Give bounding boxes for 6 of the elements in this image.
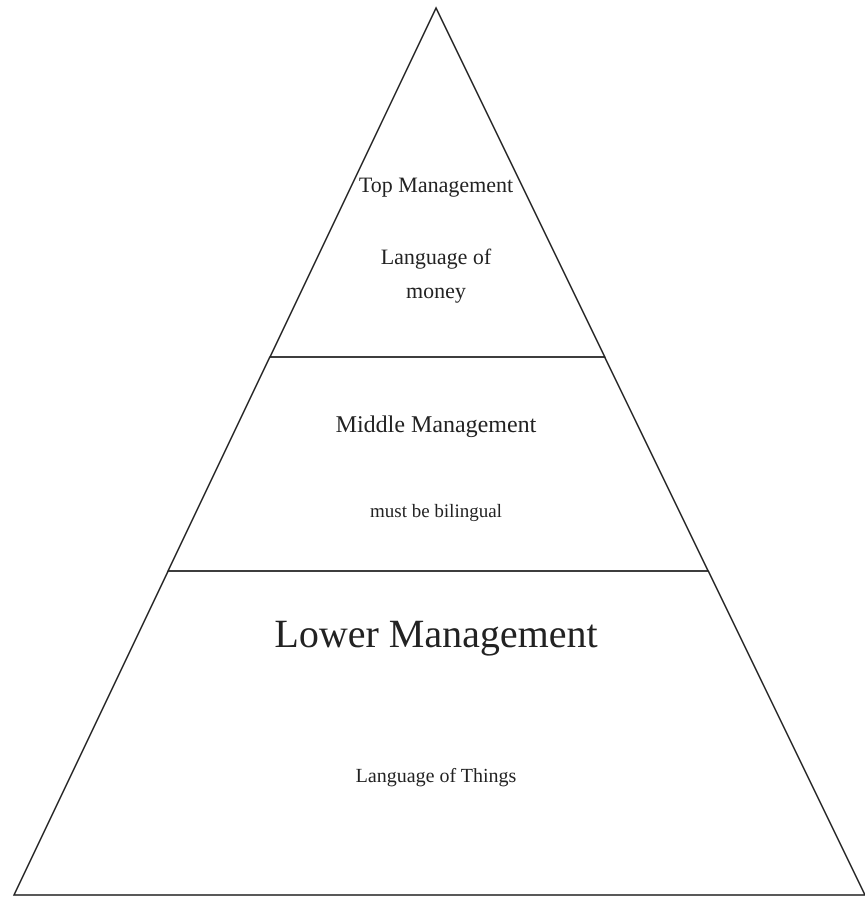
tier-title: Middle Management bbox=[334, 411, 538, 440]
tier-description: Language of money bbox=[380, 243, 492, 306]
tier-description: must be bilingual bbox=[369, 500, 503, 524]
tier-description: Language of Things bbox=[354, 764, 518, 789]
tier-title: Lower Management bbox=[273, 610, 599, 658]
tier-title: Top Management bbox=[358, 171, 514, 199]
